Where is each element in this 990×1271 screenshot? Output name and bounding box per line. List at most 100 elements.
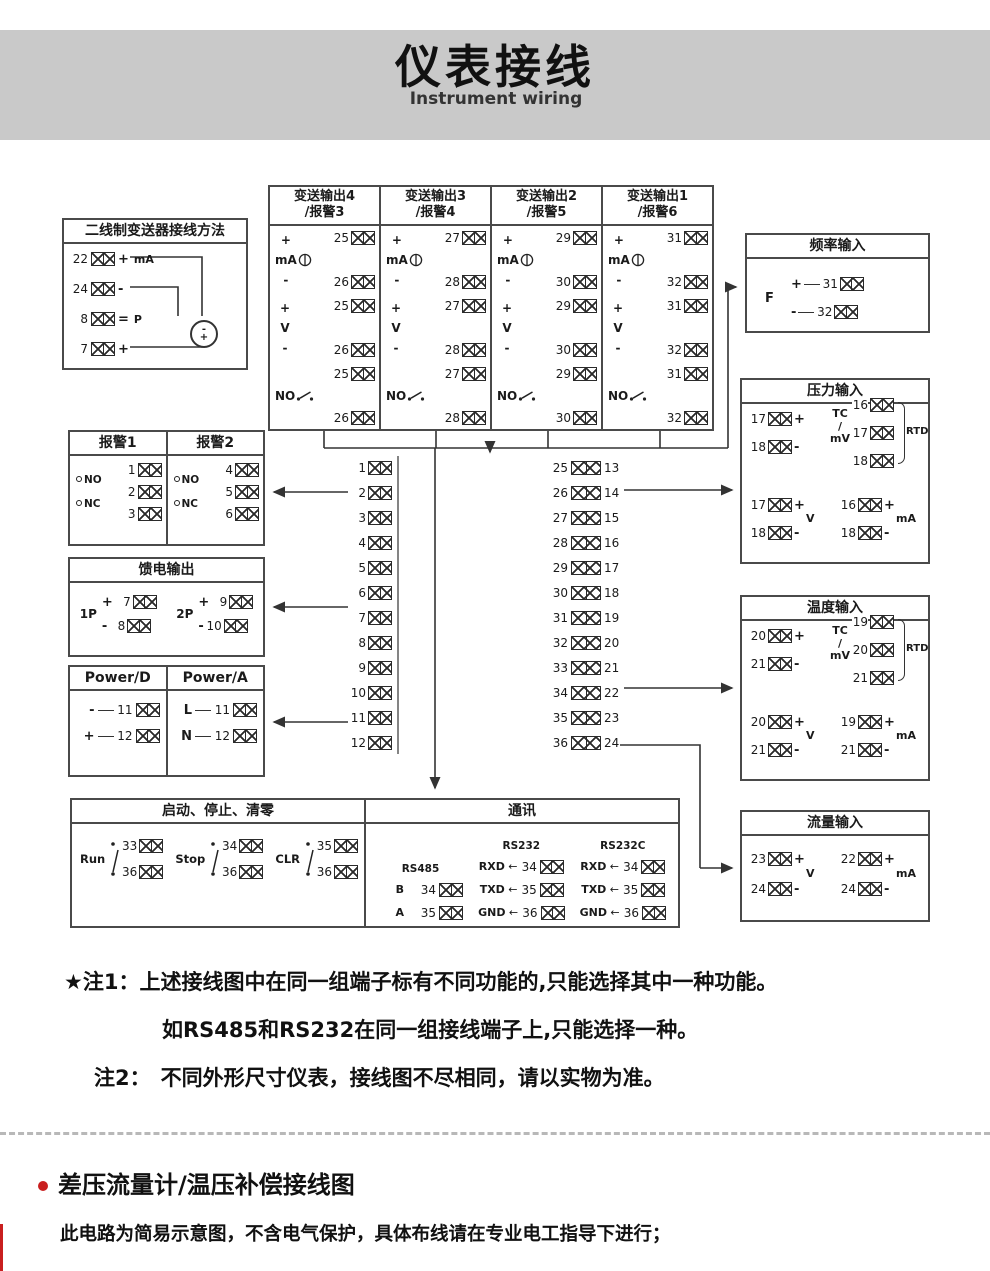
- terminal-icon: [573, 366, 597, 381]
- terminal-icon: [768, 440, 792, 454]
- relay-output-section: NO 29 30: [492, 362, 601, 430]
- transmitter-plus: +: [199, 332, 209, 343]
- comm-row: A 35: [378, 901, 463, 924]
- terminal-icon: [229, 595, 254, 610]
- note-1: ★注1：上述接线图中在同一组端子标有不同功能的,只能选择其中一种功能。: [64, 966, 777, 996]
- wire: [97, 709, 114, 711]
- rtd-label: RTD: [906, 426, 929, 437]
- terminal-icon: [334, 865, 358, 880]
- power-d-column: Power/D -11 +12: [70, 667, 168, 775]
- terminal-number: 23: [604, 710, 620, 725]
- frequency-input-box: 频率输入 F + 31 - 32: [745, 233, 930, 333]
- terminal-row: 8: [350, 630, 392, 655]
- terminal-number: 30: [555, 274, 571, 289]
- terminal-number: 28: [444, 410, 460, 425]
- terminal-number: 33: [552, 660, 568, 675]
- terminal-number: 29: [555, 298, 571, 313]
- terminal-number: 24: [840, 882, 856, 896]
- no-label: NO: [386, 388, 407, 403]
- terminal-row: 24-: [840, 882, 889, 896]
- terminal-number: 21: [852, 671, 868, 685]
- terminal-icon: [571, 610, 601, 625]
- terminal-row: 16: [852, 398, 894, 412]
- terminal-icon: [462, 366, 486, 381]
- nc-label: NC: [76, 498, 101, 510]
- ma-label: mA: [896, 867, 916, 880]
- tc-mv-labels: TC/mV: [830, 407, 850, 446]
- tc-mv-labels: TC/mV: [830, 624, 850, 663]
- plus-sign: +: [279, 300, 291, 315]
- terminal-icon: [684, 230, 708, 245]
- terminal-icon: [768, 412, 792, 426]
- terminal-number: 35: [622, 882, 639, 897]
- minus-sign: -: [198, 618, 204, 634]
- terminal-number: 36: [121, 865, 138, 880]
- plus-sign: +: [794, 497, 805, 513]
- terminal-icon: [684, 366, 708, 381]
- minus-sign: -: [505, 272, 511, 287]
- terminal-number: 29: [555, 366, 571, 381]
- terminal-number: 4: [350, 535, 366, 550]
- comm-row: GND ← 36: [580, 901, 666, 924]
- terminal-row: 2: [350, 480, 392, 505]
- terminal-icon: [642, 905, 666, 920]
- output-block-title-line1: 变送输出2: [515, 189, 578, 204]
- terminal-number: 36: [221, 865, 238, 880]
- terminal-row: 4: [350, 530, 392, 555]
- ma-output-section: + mA - 29 30: [492, 226, 601, 294]
- minus-sign: -: [394, 272, 400, 287]
- signal-label: TXD: [479, 883, 505, 897]
- terminal-icon: [351, 230, 375, 245]
- terminal-icon: [368, 510, 392, 525]
- terminal-icon: [368, 560, 392, 575]
- box-title: Power/A: [167, 667, 263, 692]
- terminal-number: 20: [750, 715, 766, 729]
- terminal-number: 30: [555, 342, 571, 357]
- terminal-number: 19: [604, 610, 620, 625]
- terminal-number: 18: [852, 454, 868, 468]
- terminal-number: 15: [604, 510, 620, 525]
- signal-label: A: [395, 906, 404, 920]
- direction-arrow: ←: [609, 883, 619, 897]
- output-block: 变送输出3 /报警4 + mA - 27 28: [379, 185, 492, 431]
- signal-label: RXD: [478, 860, 505, 874]
- plus-sign: +: [884, 851, 895, 867]
- no-label: NO: [608, 388, 629, 403]
- output-block-title-line2: /报警3: [304, 205, 345, 221]
- polarity-sign: +: [118, 341, 129, 357]
- terminal-number: 11: [214, 703, 230, 718]
- terminal-row: 18-: [750, 440, 799, 454]
- terminal-icon: [368, 535, 392, 550]
- terminal-row: 29 17: [552, 555, 620, 580]
- terminal-row: 3: [350, 505, 392, 530]
- terminal-icon: [858, 498, 882, 512]
- terminal-number: 32: [666, 274, 682, 289]
- terminal-icon: [239, 839, 264, 854]
- terminal-number: 28: [444, 342, 460, 357]
- direction-arrow: ←: [610, 906, 620, 920]
- terminal-row: 28 16: [552, 530, 620, 555]
- terminal-row: 21-: [750, 743, 799, 757]
- output-block-title: 变送输出1 /报警6: [603, 187, 712, 226]
- terminal-icon: [539, 859, 564, 874]
- switch-label: CLR: [275, 852, 300, 867]
- terminal-number: 12: [214, 729, 230, 744]
- group-label: 1P: [79, 607, 97, 622]
- plus-sign: +: [884, 497, 895, 513]
- terminal-number: 3: [350, 510, 366, 525]
- output-block-title-line2: /报警4: [415, 205, 456, 221]
- direction-arrow: ←: [609, 860, 619, 874]
- v-label: V: [502, 320, 512, 335]
- box-title: 通讯: [366, 800, 678, 825]
- terminal-icon: [858, 852, 882, 866]
- terminal-icon: [858, 526, 882, 540]
- minus-sign: -: [791, 304, 797, 320]
- terminal-number: 20: [852, 643, 868, 657]
- temperature-input-box: 温度输入 20+ 21- TC/mV 19 20 21 RTD 20+ V 21…: [740, 595, 930, 781]
- current-source-icon: [520, 253, 534, 266]
- terminal-number: 21: [604, 660, 620, 675]
- v-label: V: [806, 729, 815, 742]
- terminal-icon: [571, 510, 601, 525]
- terminal-icon: [573, 342, 597, 357]
